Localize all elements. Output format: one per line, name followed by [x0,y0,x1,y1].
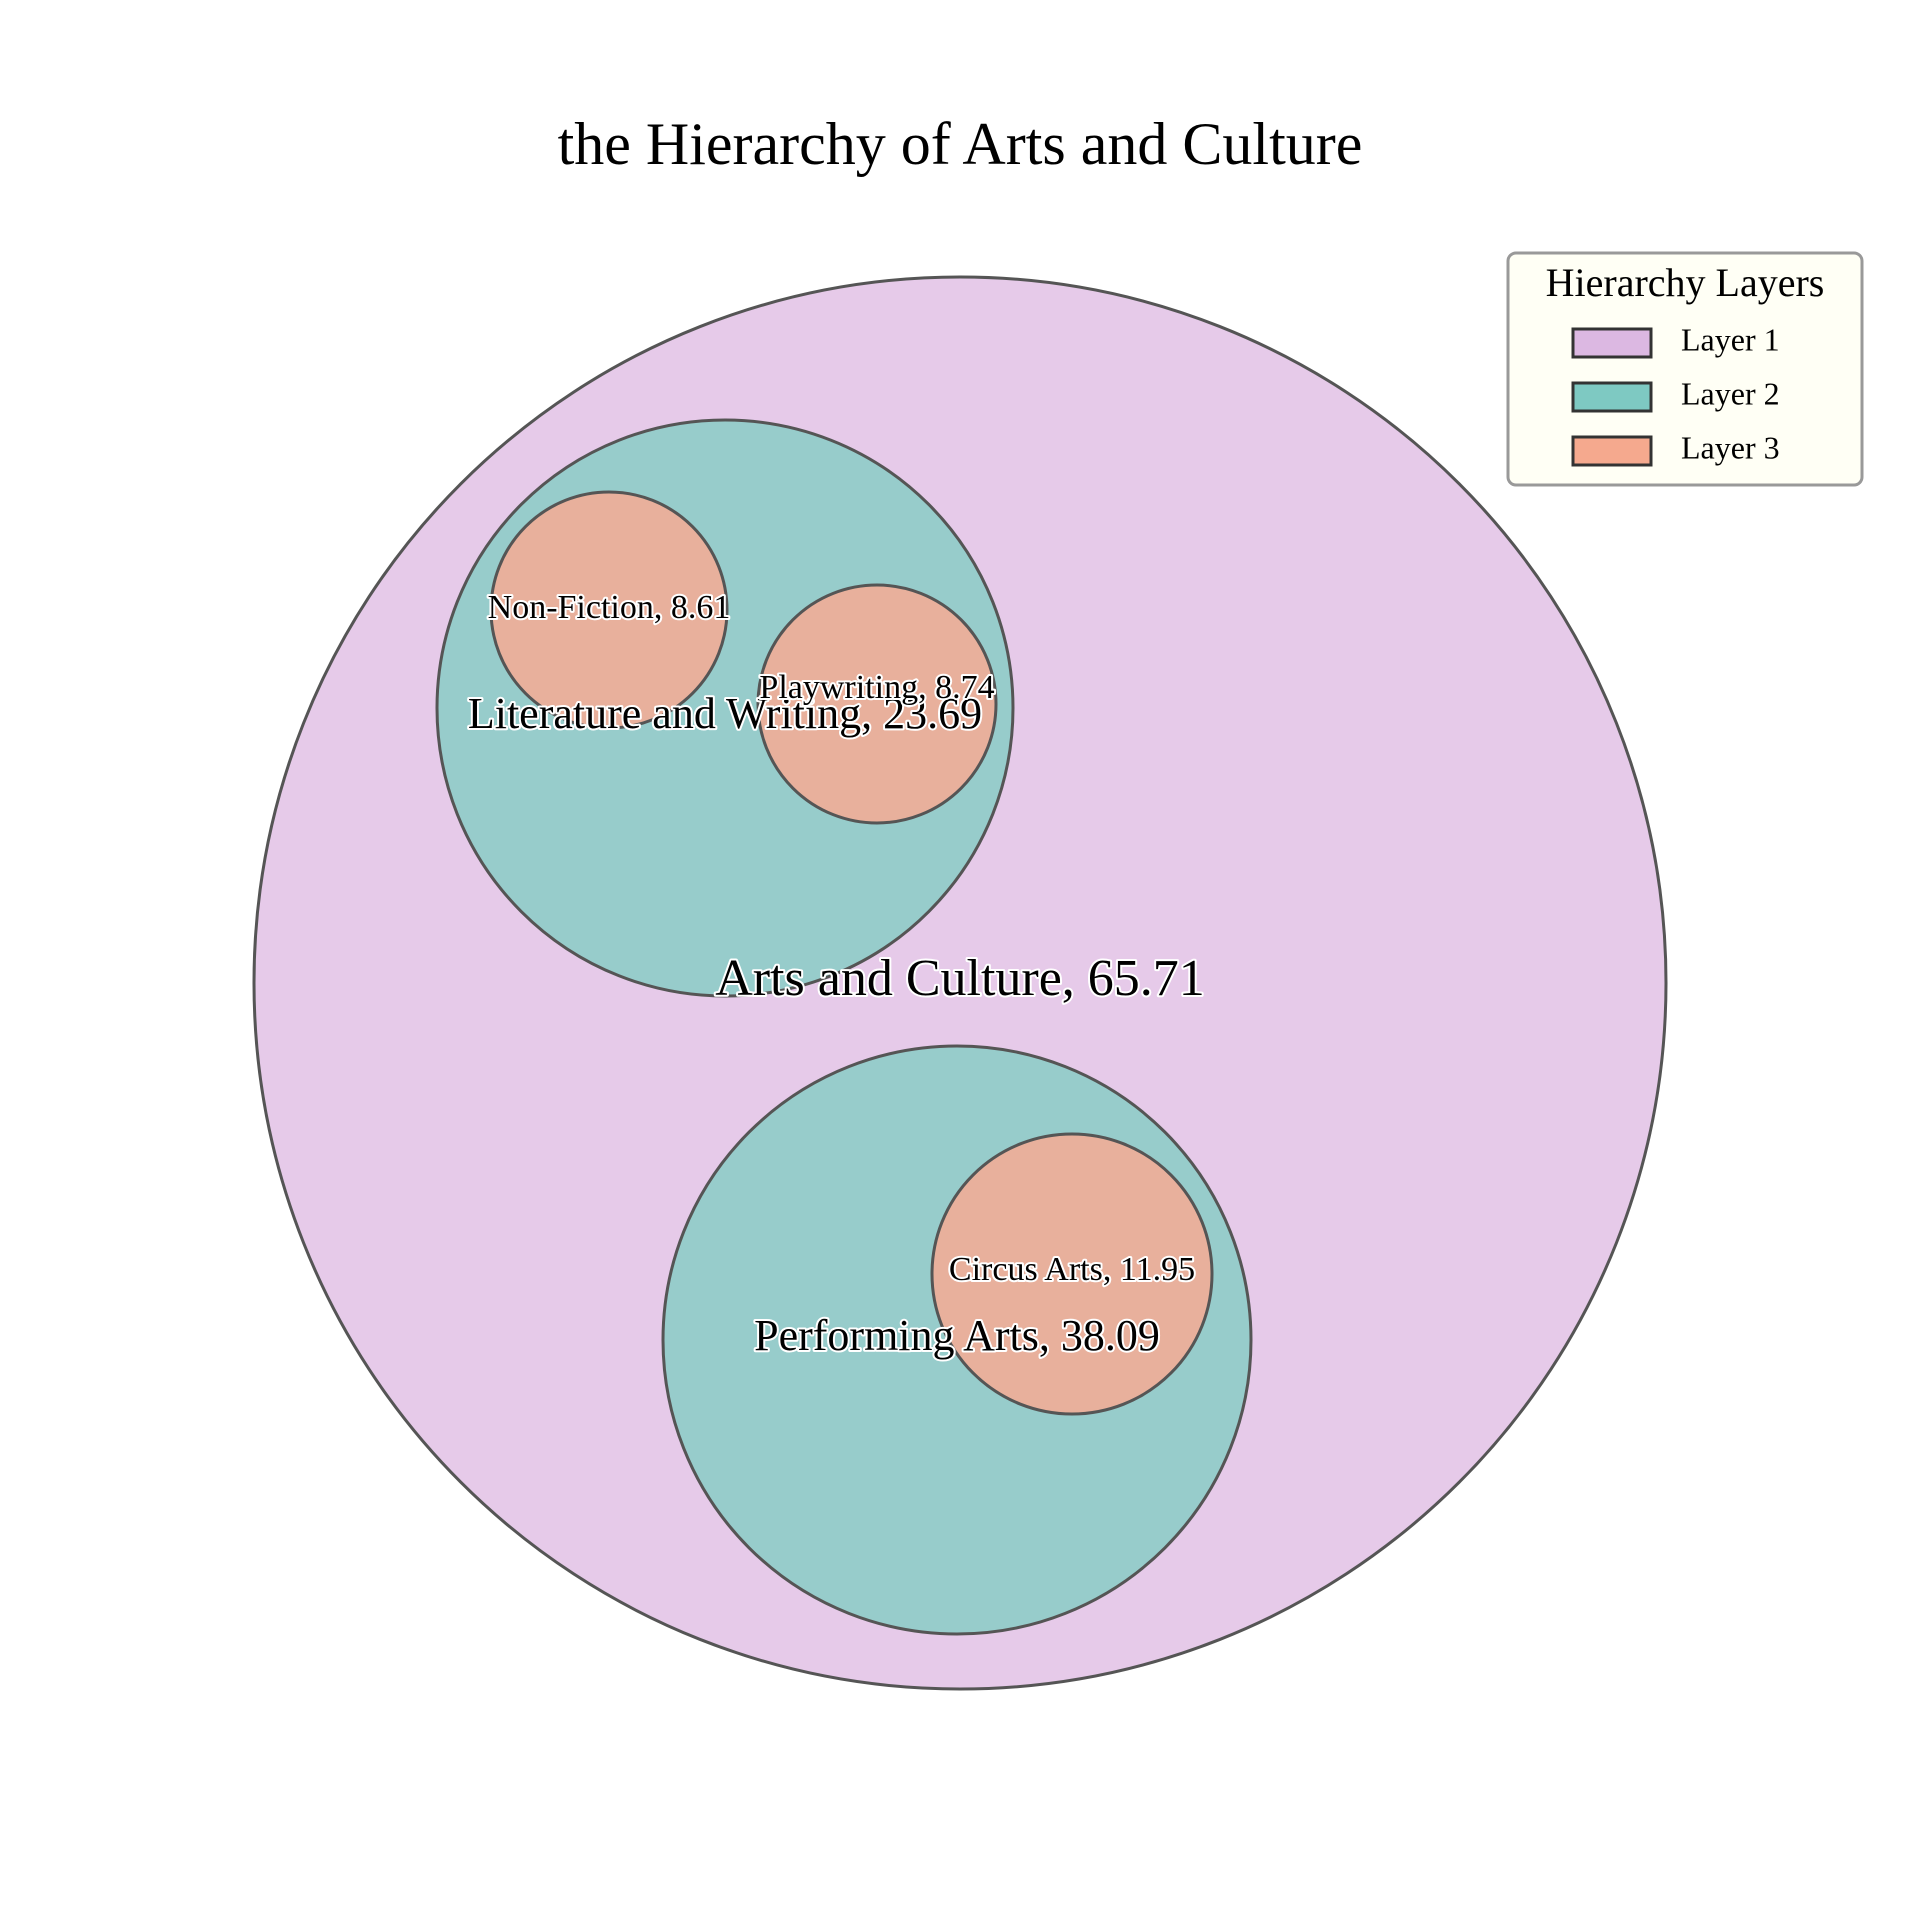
legend-label-layer-3: Layer 3 [1681,429,1780,465]
legend-label-layer-2: Layer 2 [1681,375,1780,411]
bubble-labels-layer: Arts and Culture, 65.71 Literature and Wr… [466,587,1207,1362]
legend-title: Hierarchy Layers [1546,260,1825,305]
legend-swatch-layer-2 [1571,381,1653,413]
bubble-label-perf: Performing Arts, 38.09 [754,1311,1160,1360]
legend-swatch-layer-1 [1571,327,1653,359]
bubble-circus [930,1132,1214,1416]
legend-items: Layer 1 Layer 2 Layer 3 [1571,321,1780,467]
chart-title: the Hierarchy of Arts and Culture [558,111,1363,177]
bubble-label-arts: Arts and Culture, 65.71 [715,950,1205,1007]
bubble-nonfic [489,490,729,730]
bubble-label-lit: Literature and Writing, 23.69 [468,689,982,738]
legend-swatch-layer-3 [1571,435,1653,467]
bubble-label-nonfic: Non-Fiction, 8.61 [488,589,731,626]
legend-label-layer-1: Layer 1 [1681,321,1780,357]
bubble-play [756,583,998,825]
legend-box [1506,251,1864,487]
legend: Hierarchy Layers Layer 1 Layer 2 Layer 3 [1506,251,1864,487]
bubbles-layer [252,275,1668,1691]
bubble-label-circus: Circus Arts, 11.95 [949,1251,1195,1288]
bubble-label-play: Playwriting, 8.74 [759,669,994,706]
